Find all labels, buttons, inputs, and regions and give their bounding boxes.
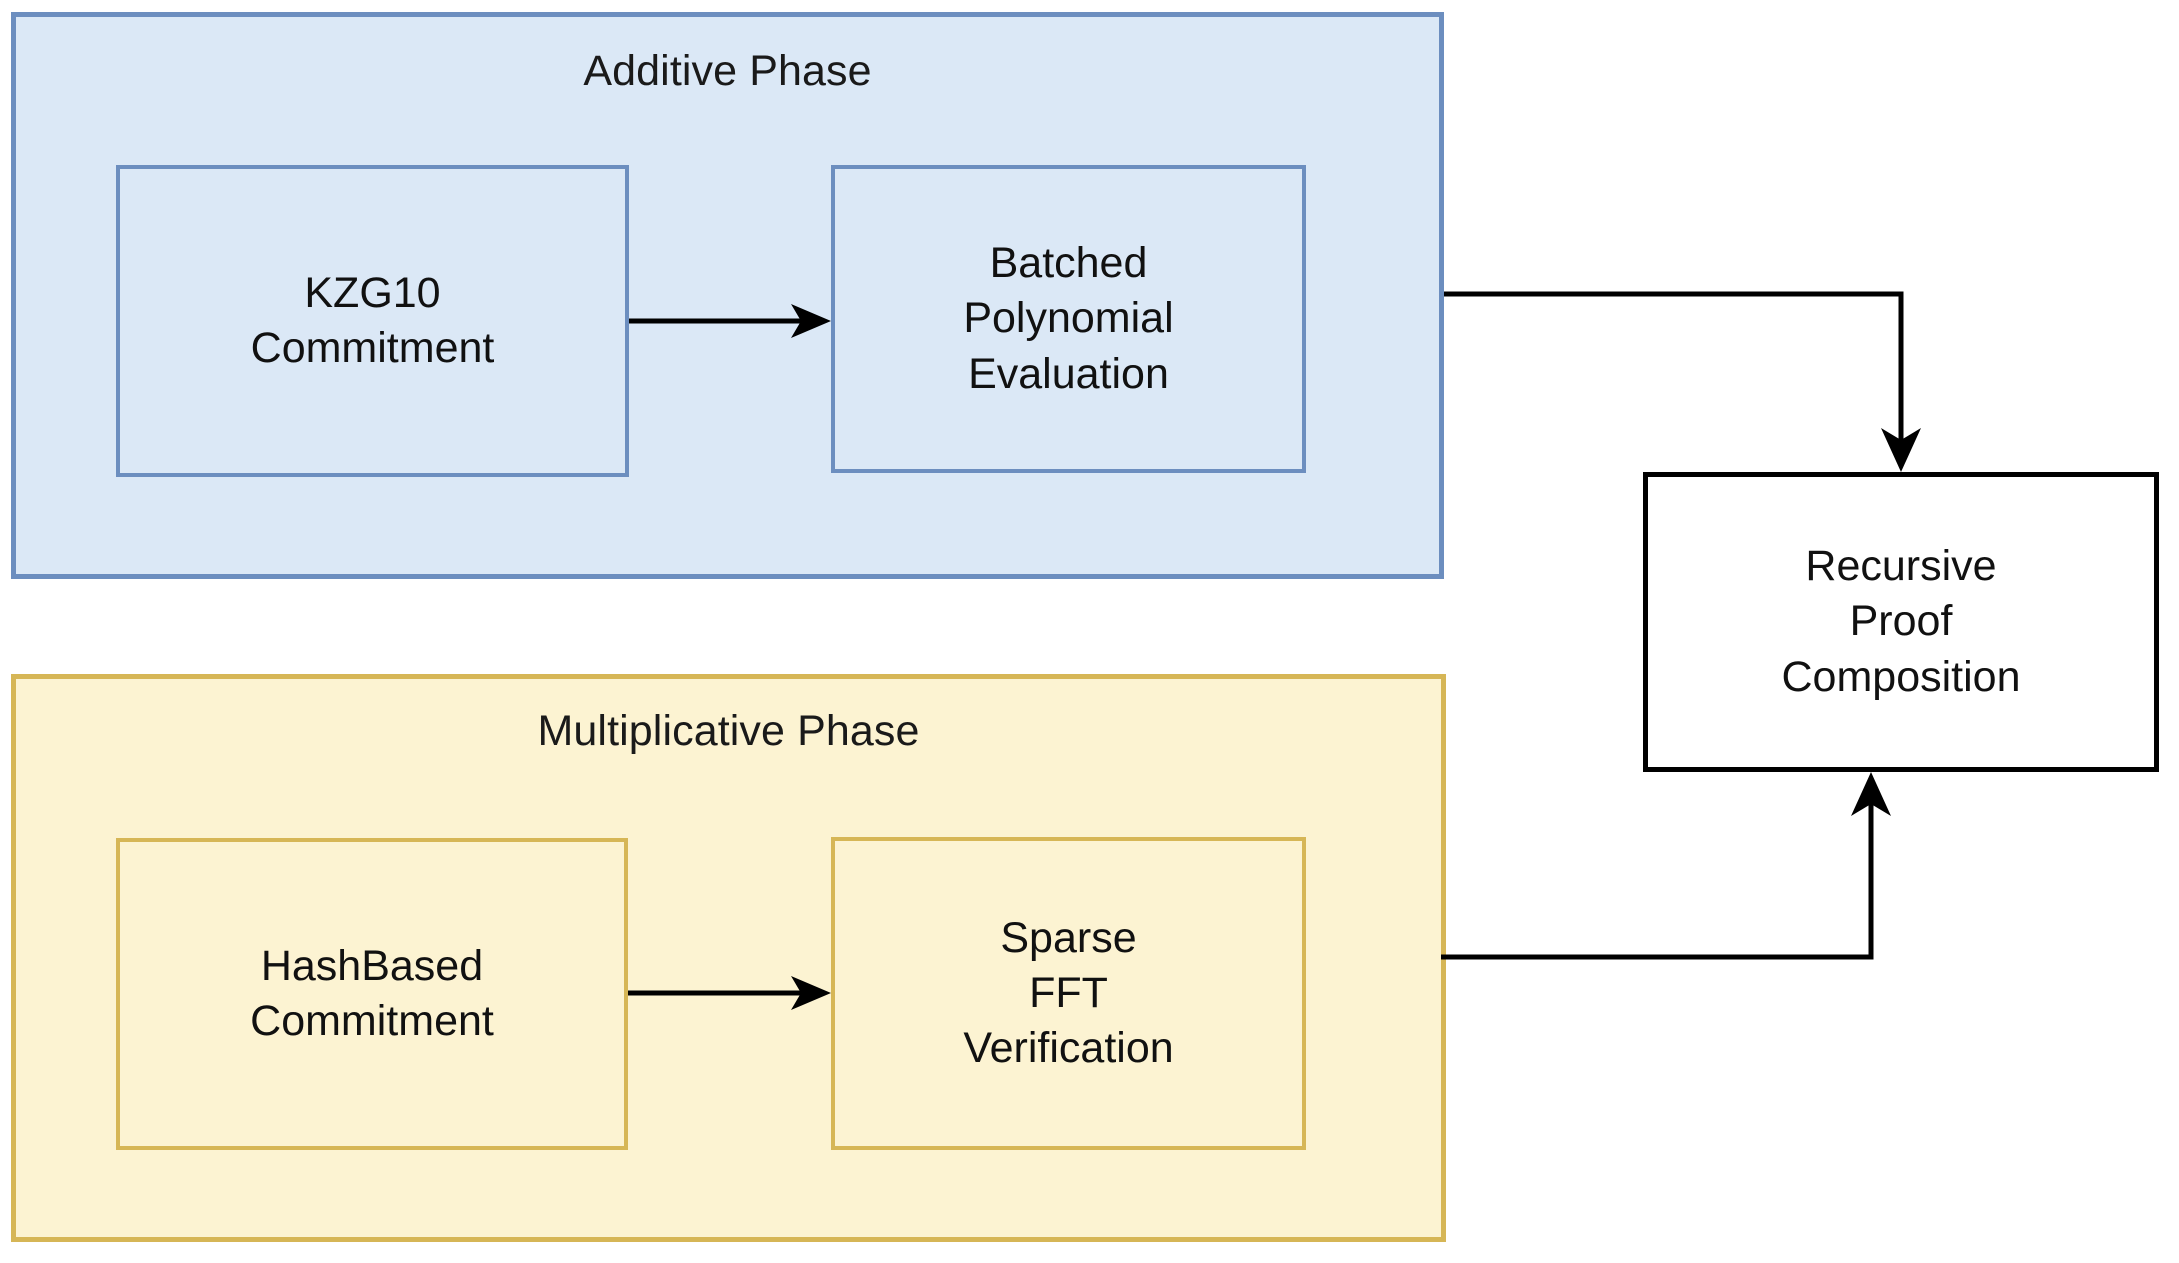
node-line-2: Polynomial — [963, 294, 1174, 343]
node-kzg10-commitment-label: KZG10 Commitment — [251, 266, 495, 376]
node-hashbased-commitment-label: HashBased Commitment — [250, 939, 494, 1049]
edge-multiplicative-to-recursive-line — [1441, 800, 1874, 960]
node-line-1: Recursive — [1805, 542, 1997, 591]
edge-additive-to-recursive — [1444, 291, 1921, 472]
node-sparse-fft-verification-label: Sparse FFT Verification — [963, 911, 1173, 1076]
node-line-2: Proof — [1849, 597, 1953, 646]
node-line-2: Commitment — [250, 324, 495, 372]
node-line-1: KZG10 — [304, 268, 441, 317]
node-line-1: Sparse — [1000, 913, 1137, 962]
arrowhead-down-icon — [1881, 428, 1921, 472]
group-title-multiplicative-phase: Multiplicative Phase — [537, 707, 920, 755]
node-line-2: FFT — [1029, 968, 1108, 1017]
group-title-additive-phase: Additive Phase — [583, 47, 872, 95]
node-recursive-proof-composition-label: Recursive Proof Composition — [1782, 539, 2021, 704]
node-line-3: Verification — [963, 1024, 1174, 1073]
node-line-1: HashBased — [260, 941, 484, 990]
node-recursive-proof-composition[interactable]: Recursive Proof Composition — [1643, 472, 2159, 772]
node-kzg10-commitment[interactable]: KZG10 Commitment — [116, 165, 629, 477]
node-sparse-fft-verification[interactable]: Sparse FFT Verification — [831, 837, 1306, 1150]
node-line-3: Composition — [1781, 652, 2021, 701]
arrowhead-up-icon — [1851, 772, 1891, 816]
node-batched-polynomial-evaluation-label: Batched Polynomial Evaluation — [963, 236, 1173, 401]
node-line-1: Batched — [989, 239, 1148, 288]
node-hashbased-commitment[interactable]: HashBased Commitment — [116, 838, 628, 1150]
node-batched-polynomial-evaluation[interactable]: Batched Polynomial Evaluation — [831, 165, 1306, 473]
edge-multiplicative-to-recursive — [1441, 772, 1891, 960]
edge-additive-to-recursive-line — [1444, 291, 1904, 458]
node-line-3: Evaluation — [968, 349, 1169, 398]
node-line-2: Commitment — [250, 997, 494, 1045]
